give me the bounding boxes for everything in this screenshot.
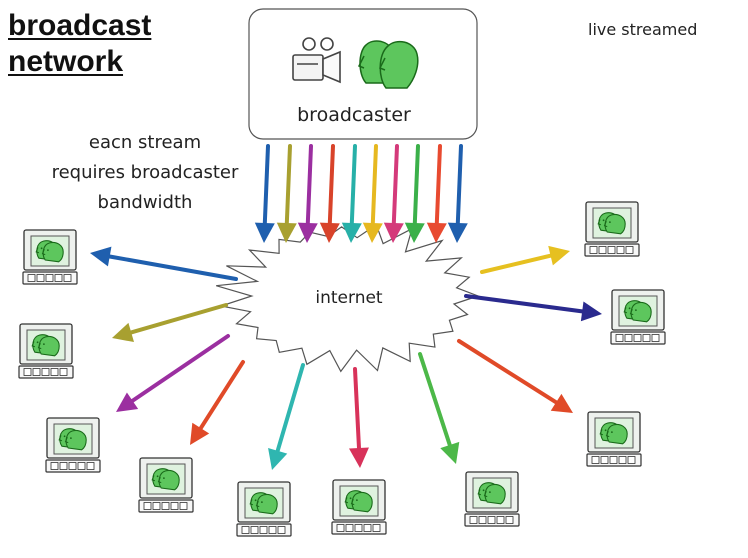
stream-arrow-7	[418, 352, 460, 464]
stream-arrow-6	[349, 367, 369, 468]
laptop-icon	[611, 290, 665, 344]
diagram-title: broadcast network	[8, 8, 151, 80]
incoming-stream-arrow-7	[383, 144, 404, 243]
laptop-icon	[587, 412, 641, 466]
incoming-stream-arrow-10	[447, 144, 468, 243]
stream-arrow-10	[480, 245, 570, 274]
incoming-streams	[254, 144, 468, 243]
laptop-icon	[465, 472, 519, 526]
laptop-icon	[585, 202, 639, 256]
live-streamed-label: live streamed	[588, 20, 698, 39]
incoming-stream-arrow-5	[341, 144, 362, 243]
broadcaster-label: broadcaster	[297, 104, 411, 126]
title-line-1: broadcast	[8, 9, 152, 42]
stream-arrow-8	[457, 339, 573, 413]
broadcaster-box: broadcaster	[248, 8, 478, 140]
bandwidth-note: eacn stream requires broadcaster bandwid…	[30, 128, 260, 218]
laptop-icon	[19, 324, 73, 378]
two-people-icon	[357, 40, 419, 89]
stream-arrow-3	[116, 334, 230, 412]
incoming-stream-arrow-1	[254, 144, 275, 243]
incoming-stream-arrow-8	[404, 144, 425, 243]
laptop-icon	[237, 482, 291, 536]
stream-arrow-1	[90, 246, 238, 281]
incoming-stream-arrow-4	[319, 144, 340, 243]
laptop-icon	[46, 418, 100, 472]
video-camera-icon	[292, 37, 341, 84]
note-line-3: bandwidth	[97, 192, 193, 213]
incoming-stream-arrow-3	[297, 144, 318, 243]
stream-arrow-9	[464, 294, 602, 322]
incoming-stream-arrow-6	[362, 144, 383, 243]
internet-label: internet	[315, 288, 383, 308]
title-line-2: network	[8, 45, 124, 78]
note-line-2: requires broadcaster	[51, 162, 239, 183]
outgoing-streams	[90, 245, 602, 470]
laptop-icon	[139, 458, 193, 512]
stream-arrow-4	[190, 360, 245, 445]
incoming-stream-arrow-2	[276, 144, 297, 243]
incoming-stream-arrow-9	[426, 144, 447, 243]
laptop-icon	[23, 230, 77, 284]
stream-arrow-2	[112, 303, 228, 343]
laptop-icon	[332, 480, 386, 534]
stream-arrow-5	[268, 363, 305, 470]
note-line-1: eacn stream	[88, 132, 202, 153]
internet-cloud: internet	[216, 223, 480, 373]
